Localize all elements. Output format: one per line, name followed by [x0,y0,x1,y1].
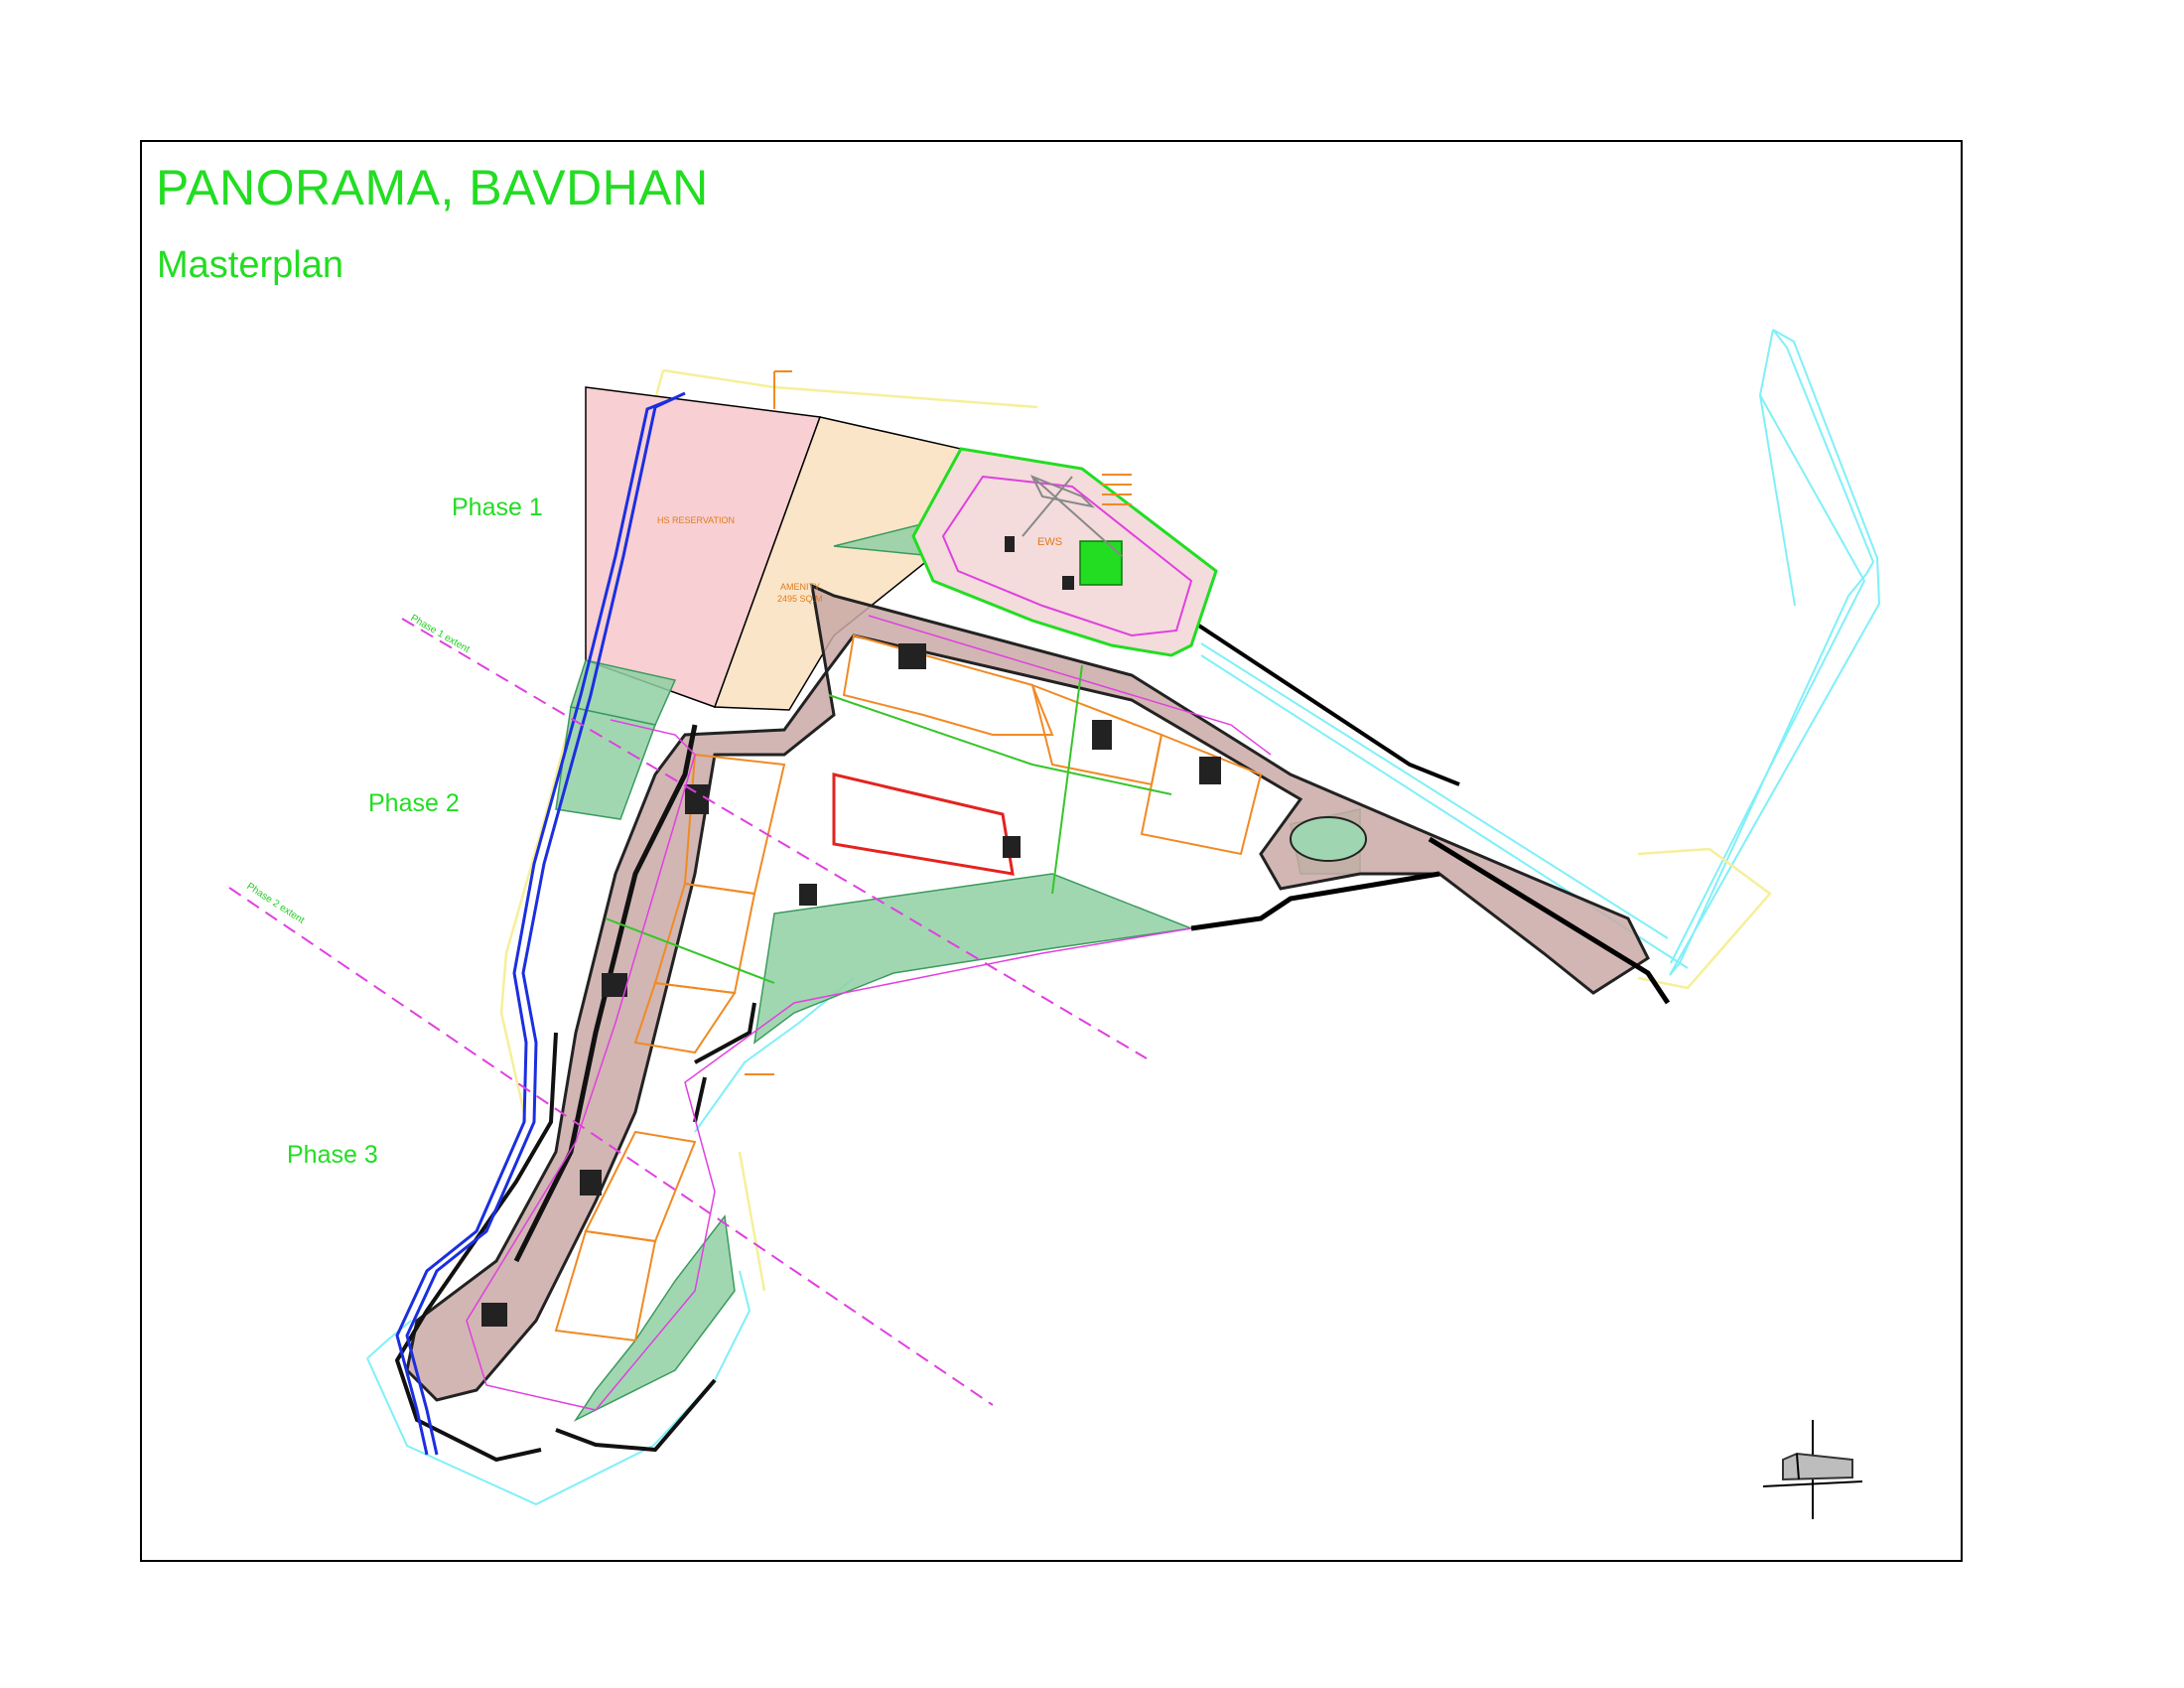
phase-2-label: Phase 2 [368,789,460,817]
page-title: PANORAMA, BAVDHAN [156,160,709,215]
phase-3-label: Phase 3 [287,1141,378,1169]
phase-1-label: Phase 1 [452,493,543,521]
drawing-frame [140,140,1963,1562]
page-subtitle: Masterplan [157,244,343,286]
